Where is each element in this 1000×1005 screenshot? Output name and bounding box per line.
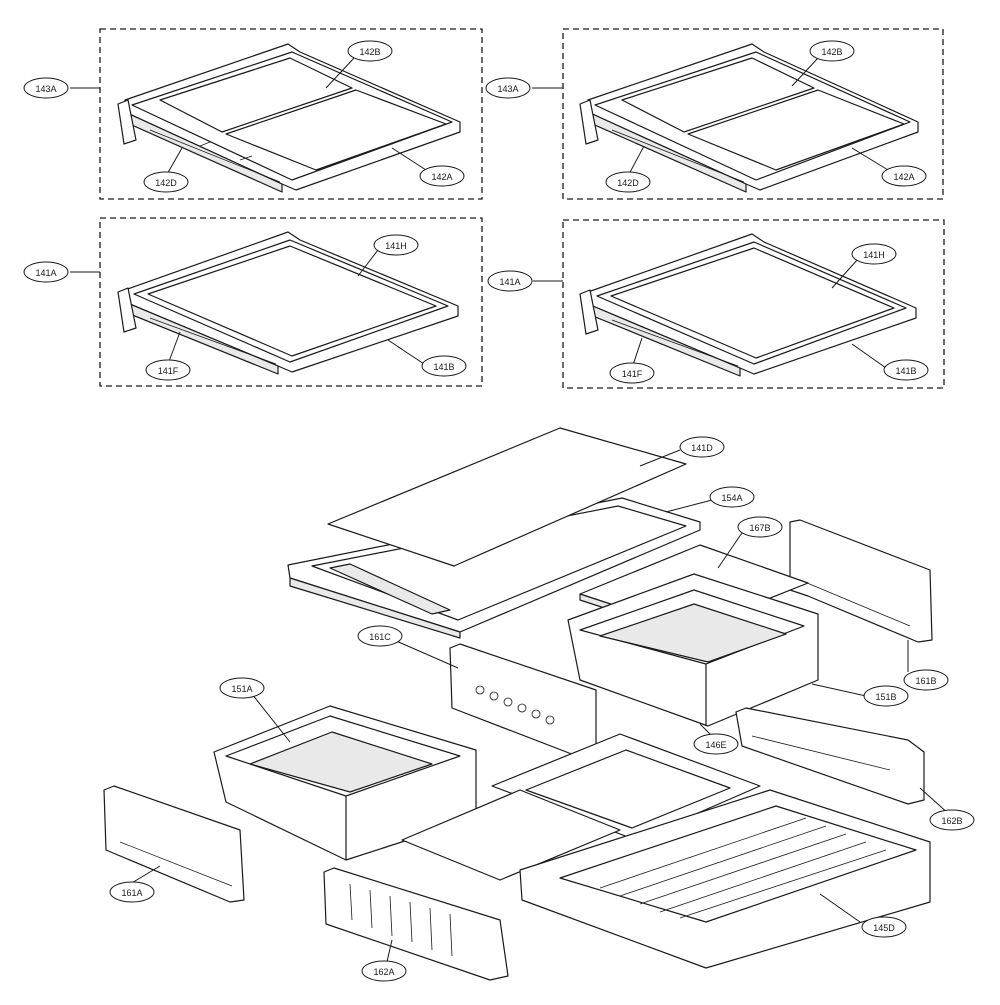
callout-167b[interactable]: 167B: [737, 516, 783, 538]
callout-142b-right[interactable]: 142B: [809, 40, 855, 62]
callout-151a[interactable]: 151A: [219, 677, 265, 699]
callout-161a[interactable]: 161A: [109, 881, 155, 903]
shelf-143a-left: [117, 43, 461, 193]
callout-label: 161C: [369, 632, 391, 642]
callout-label: 143A: [35, 84, 56, 94]
callout-label: 154A: [721, 493, 742, 503]
group-box-143a-left: [99, 28, 483, 200]
callout-label: 141A: [499, 277, 520, 287]
callout-161b[interactable]: 161B: [903, 669, 949, 691]
callout-141a-left[interactable]: 141A: [23, 261, 69, 283]
callout-142d-left[interactable]: 142D: [143, 171, 189, 193]
shelf-141a-right: [579, 233, 917, 377]
group-box-143a-right: [562, 28, 944, 200]
callout-141b-right[interactable]: 141B: [883, 359, 929, 381]
callout-label: 151B: [875, 692, 896, 702]
callout-label: 145D: [873, 923, 895, 933]
callout-141d[interactable]: 141D: [679, 436, 725, 458]
callout-label: 142D: [155, 178, 177, 188]
callout-label: 142B: [821, 47, 842, 57]
callout-145d[interactable]: 145D: [861, 916, 907, 938]
callout-154a[interactable]: 154A: [709, 486, 755, 508]
callout-142a-left[interactable]: 142A: [419, 165, 465, 187]
shelf-143a-right: [579, 43, 919, 193]
callout-label: 142D: [617, 178, 639, 188]
callout-143a-right[interactable]: 143A: [485, 77, 531, 99]
group-box-141a-left: [99, 217, 483, 387]
glass-panel-141d: [327, 427, 687, 567]
callout-label: 142B: [359, 47, 380, 57]
callout-141h-right[interactable]: 141H: [851, 243, 897, 265]
callout-141f-right[interactable]: 141F: [609, 362, 655, 384]
callout-label: 142A: [893, 172, 914, 182]
callout-label: 167B: [749, 523, 770, 533]
callout-label: 141B: [895, 366, 916, 376]
callout-label: 141D: [691, 443, 713, 453]
callout-141h-left[interactable]: 141H: [373, 234, 419, 256]
callout-142d-right[interactable]: 142D: [605, 171, 651, 193]
callout-162b[interactable]: 162B: [929, 809, 975, 831]
callout-label: 161A: [121, 888, 142, 898]
callout-151b[interactable]: 151B: [863, 685, 909, 707]
callout-label: 151A: [231, 684, 252, 694]
callout-label: 141A: [35, 268, 56, 278]
rail-161a: [103, 785, 245, 903]
callout-label: 141B: [433, 362, 454, 372]
callout-label: 162A: [373, 967, 394, 977]
callout-label: 142A: [431, 172, 452, 182]
callout-146e[interactable]: 146E: [693, 733, 739, 755]
rail-161c: [449, 643, 597, 759]
callout-143a-left[interactable]: 143A: [23, 77, 69, 99]
bracket-162a: [323, 867, 509, 981]
callout-142b-left[interactable]: 142B: [347, 40, 393, 62]
bracket-162b: [735, 707, 925, 805]
callout-label: 161B: [915, 676, 936, 686]
callout-label: 141H: [385, 241, 407, 251]
callout-141a-right[interactable]: 141A: [487, 270, 533, 292]
callout-label: 141F: [158, 366, 179, 376]
callout-label: 143A: [497, 84, 518, 94]
shelf-141a-left: [117, 231, 459, 375]
rail-161b: [789, 519, 933, 643]
tray-base: [401, 789, 621, 881]
callout-label: 141H: [863, 250, 885, 260]
callout-label: 146E: [705, 740, 726, 750]
callout-141f-left[interactable]: 141F: [145, 359, 191, 381]
callout-162a[interactable]: 162A: [361, 960, 407, 982]
callout-142a-right[interactable]: 142A: [881, 165, 927, 187]
group-box-141a-right: [562, 219, 945, 389]
callout-label: 162B: [941, 816, 962, 826]
callout-label: 141F: [622, 369, 643, 379]
callout-161c[interactable]: 161C: [357, 625, 403, 647]
callout-141b-left[interactable]: 141B: [421, 355, 467, 377]
